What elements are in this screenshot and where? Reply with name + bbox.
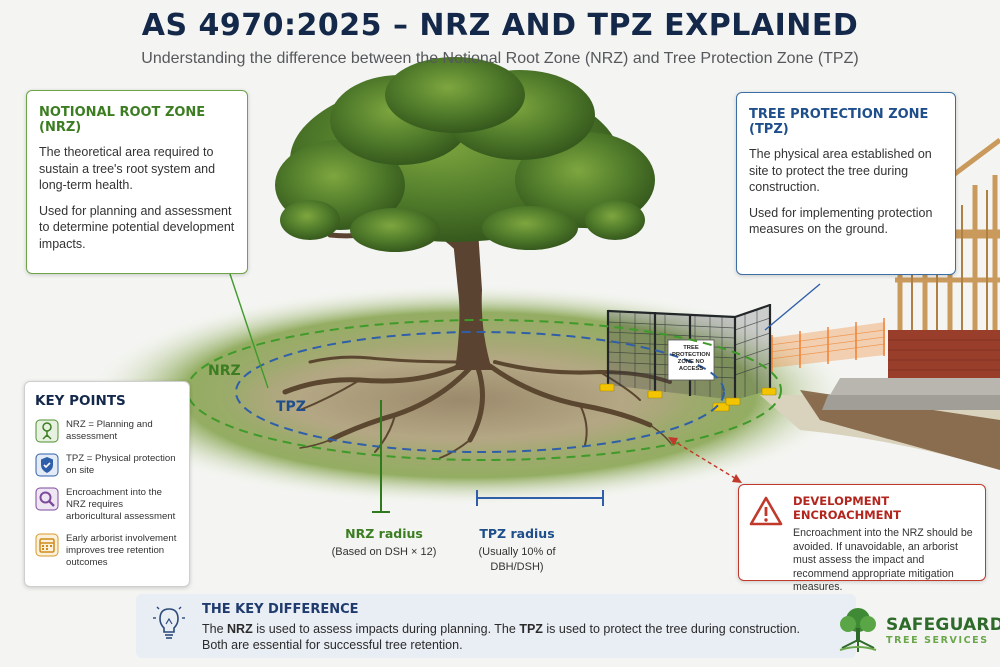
tpz-boundary-ellipse bbox=[235, 331, 725, 453]
tree-protection-fence bbox=[599, 303, 777, 412]
shield-icon bbox=[35, 453, 59, 477]
safeguard-logo: SAFEGUARD TREE SERVICES bbox=[834, 600, 1000, 660]
key-points-heading: KEY POINTS bbox=[35, 393, 126, 409]
orange-barrier-fence bbox=[769, 318, 886, 372]
nrz-radius-caption: NRZ radius (Based on DSH × 12) bbox=[314, 526, 454, 560]
fence-sign-text: TREE PROTECTION ZONE NO ACCESS bbox=[672, 345, 711, 372]
warning-triangle-icon bbox=[749, 496, 783, 526]
leader-lines bbox=[229, 273, 821, 481]
key-difference-banner: THE KEY DIFFERENCE The NRZ is used to as… bbox=[136, 594, 856, 658]
magnifier-icon bbox=[35, 487, 59, 511]
logo-name: SAFEGUARD bbox=[886, 614, 1000, 635]
key-point-item: TPZ = Physical protection on site bbox=[35, 453, 179, 477]
nrz-radius-marker bbox=[372, 400, 390, 513]
encroachment-text: Encroachment into the NRZ should be avoi… bbox=[793, 527, 973, 593]
tpz-radius-marker bbox=[476, 490, 604, 506]
tree-roots bbox=[282, 355, 673, 459]
tree-canopy bbox=[275, 57, 655, 252]
lightbulb-icon bbox=[153, 606, 185, 639]
nrz-card-usage: Used for planning and assessment to dete… bbox=[39, 203, 235, 251]
key-point-item: Encroachment into the NRZ requires arbor… bbox=[35, 487, 179, 523]
tpz-radius-description: (Usually 10% of DBH/DSH) bbox=[478, 546, 556, 573]
nrz-radius-description: (Based on DSH × 12) bbox=[331, 546, 437, 558]
tpz-card-heading: TREE PROTECTION ZONE (TPZ) bbox=[749, 107, 929, 137]
nrz-card-heading: NOTIONAL ROOT ZONE (NRZ) bbox=[39, 105, 206, 135]
tpz-zone-label: TPZ bbox=[276, 399, 306, 415]
tree-roots-icon bbox=[35, 419, 59, 443]
encroachment-arrowhead-start bbox=[668, 437, 678, 446]
logo-tagline: TREE SERVICES bbox=[886, 634, 989, 646]
tpz-info-card: TREE PROTECTION ZONE (TPZ) The physical … bbox=[736, 92, 956, 275]
tpz-radius-caption: TPZ radius (Usually 10% of DBH/DSH) bbox=[462, 526, 572, 575]
nrz-radius-title: NRZ radius bbox=[345, 526, 423, 541]
tree-logo-icon bbox=[839, 608, 877, 652]
nrz-card-definition: The theoretical area required to sustain… bbox=[39, 145, 216, 192]
tpz-card-usage: Used for implementing protection measure… bbox=[749, 205, 933, 237]
nrz-zone-label: NRZ bbox=[208, 363, 241, 379]
key-difference-heading: THE KEY DIFFERENCE bbox=[202, 602, 359, 617]
key-difference-line2: Both are essential for successful tree r… bbox=[202, 638, 463, 652]
calendar-icon bbox=[35, 533, 59, 557]
page-title: AS 4970:2025 – NRZ AND TPZ EXPLAINED bbox=[141, 8, 859, 43]
encroachment-heading: DEVELOPMENT ENCROACHMENT bbox=[793, 494, 901, 522]
nrz-info-card: NOTIONAL ROOT ZONE (NRZ) The theoretical… bbox=[26, 90, 248, 274]
key-point-text: Early arborist involvement improves tree… bbox=[66, 533, 177, 568]
tpz-radius-title: TPZ radius bbox=[479, 526, 555, 541]
tpz-card-definition: The physical area established on site to… bbox=[749, 147, 932, 194]
key-points-panel: KEY POINTS NRZ = Planning and assessment… bbox=[24, 381, 190, 587]
key-point-text: NRZ = Planning and assessment bbox=[66, 419, 153, 442]
encroachment-warning-card: DEVELOPMENT ENCROACHMENT Encroachment in… bbox=[738, 484, 986, 593]
key-point-text: TPZ = Physical protection on site bbox=[66, 453, 176, 476]
key-point-item: NRZ = Planning and assessment bbox=[35, 419, 179, 443]
key-difference-line1: The NRZ is used to assess impacts during… bbox=[202, 622, 801, 636]
encroachment-arrowhead-end bbox=[732, 474, 742, 483]
page-subtitle: Understanding the difference between the… bbox=[141, 50, 859, 67]
key-point-item: Early arborist involvement improves tree… bbox=[35, 533, 179, 569]
key-point-text: Encroachment into the NRZ requires arbor… bbox=[66, 487, 176, 522]
